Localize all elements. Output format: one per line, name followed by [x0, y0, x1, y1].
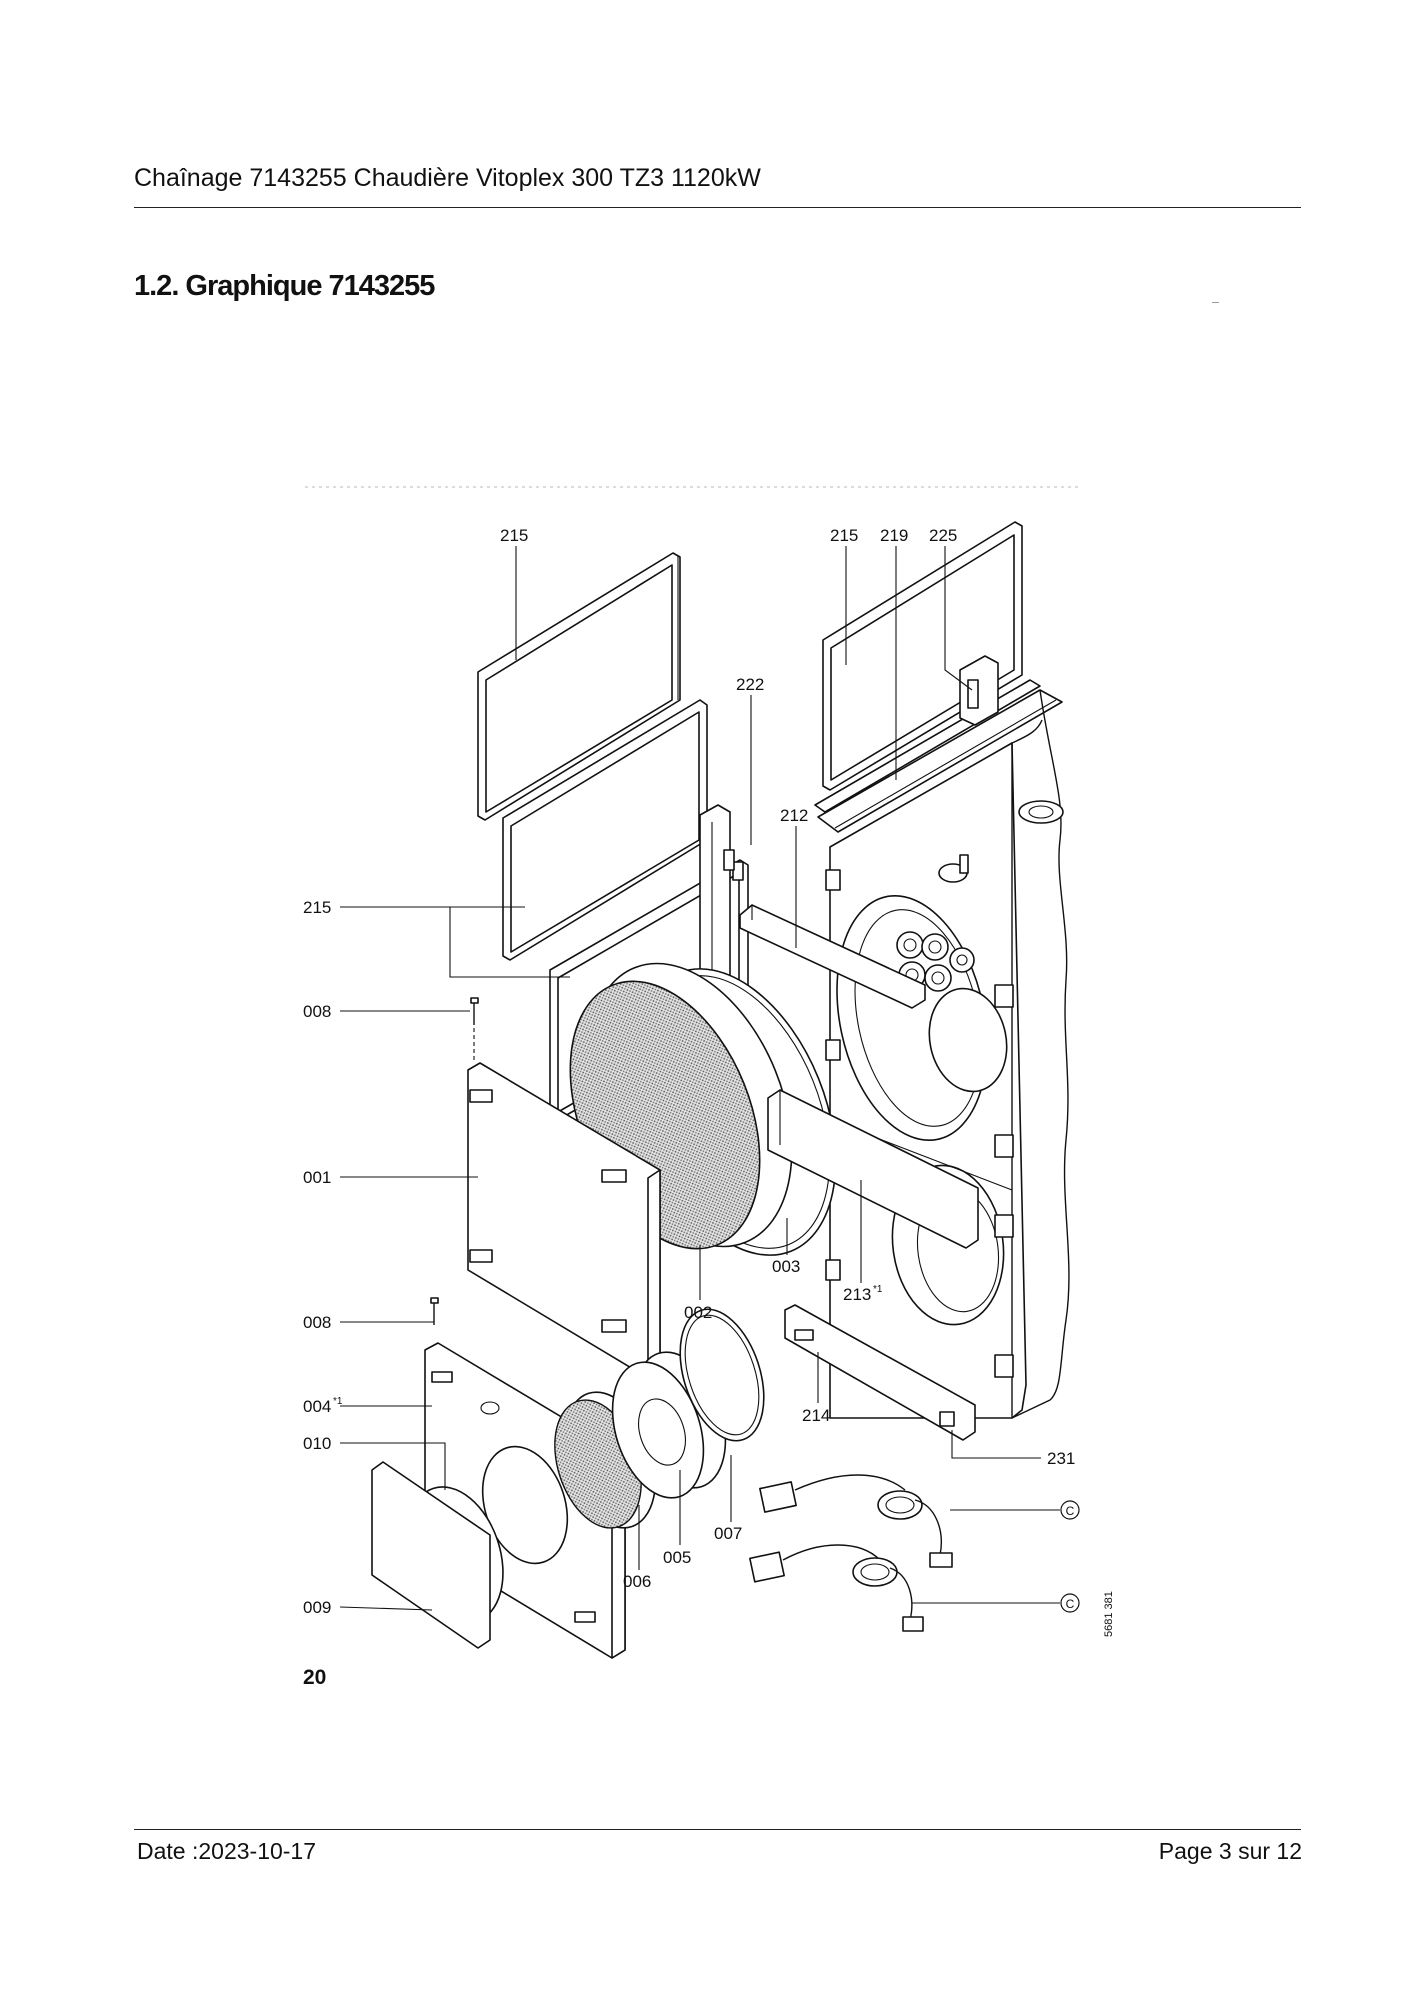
leader-lines	[339, 546, 1060, 1611]
part-008-screw-lower	[430, 1297, 439, 1325]
label-215: 215	[500, 526, 528, 545]
part-008-screw-upper	[470, 997, 479, 1060]
section-title: 1.2. Graphique 7143255	[134, 270, 435, 302]
label-004: 004	[303, 1397, 331, 1416]
label-008: 008	[303, 1002, 331, 1021]
part-001-door-panel	[467, 1062, 661, 1379]
label-231: 231	[1047, 1449, 1075, 1468]
cable-harness-upper	[759, 1474, 953, 1568]
part-212-crossbar	[739, 904, 926, 1009]
footer-page-number: Page 3 sur 12	[1158, 1838, 1302, 1864]
label-003: 003	[772, 1257, 800, 1276]
label-007: 007	[714, 1524, 742, 1543]
connector-c-mark-lower: C	[1060, 1593, 1080, 1613]
label-222: 222	[736, 675, 764, 694]
cable-harness-lower	[749, 1544, 924, 1632]
label-008: 008	[303, 1313, 331, 1332]
label-005: 005	[663, 1548, 691, 1567]
part-215-right-panel	[822, 521, 1023, 791]
label-213-superscript: *1	[873, 1284, 883, 1295]
part-215-top-panel	[477, 552, 681, 821]
connector-c-mark-upper: C	[1060, 1500, 1080, 1520]
label-225: 225	[929, 526, 957, 545]
label-002: 002	[684, 1303, 712, 1322]
header-divider	[134, 207, 1301, 208]
label-219: 219	[880, 526, 908, 545]
label-001: 001	[303, 1168, 331, 1187]
stray-mark	[1212, 302, 1219, 303]
label-009: 009	[303, 1598, 331, 1617]
part-225-bracket	[959, 655, 999, 726]
part-213-strip	[767, 1089, 979, 1249]
part-214-strip	[784, 1304, 976, 1441]
label-010: 010	[303, 1434, 331, 1453]
figure-number: 20	[303, 1666, 327, 1689]
footer-divider	[134, 1829, 1301, 1830]
label-215: 215	[303, 898, 331, 917]
label-006: 006	[623, 1572, 651, 1591]
svg-text:C: C	[1066, 1597, 1075, 1611]
footer-date: Date :2023-10-17	[137, 1838, 317, 1864]
boiler-body	[817, 689, 1070, 1419]
drawing-code: 5681 381	[1103, 1591, 1115, 1637]
label-214: 214	[802, 1406, 830, 1425]
document-header-title: Chaînage 7143255 Chaudière Vitoplex 300 …	[134, 164, 761, 192]
label-213: 213	[843, 1285, 871, 1304]
label-212: 212	[780, 806, 808, 825]
label-215: 215	[830, 526, 858, 545]
label-004-superscript: *1	[333, 1396, 343, 1407]
svg-text:C: C	[1066, 1504, 1075, 1518]
part-labels: 215 215 219 225 222 212 215 008 001 003 …	[303, 526, 1075, 1617]
part-009-cover	[371, 1461, 491, 1649]
